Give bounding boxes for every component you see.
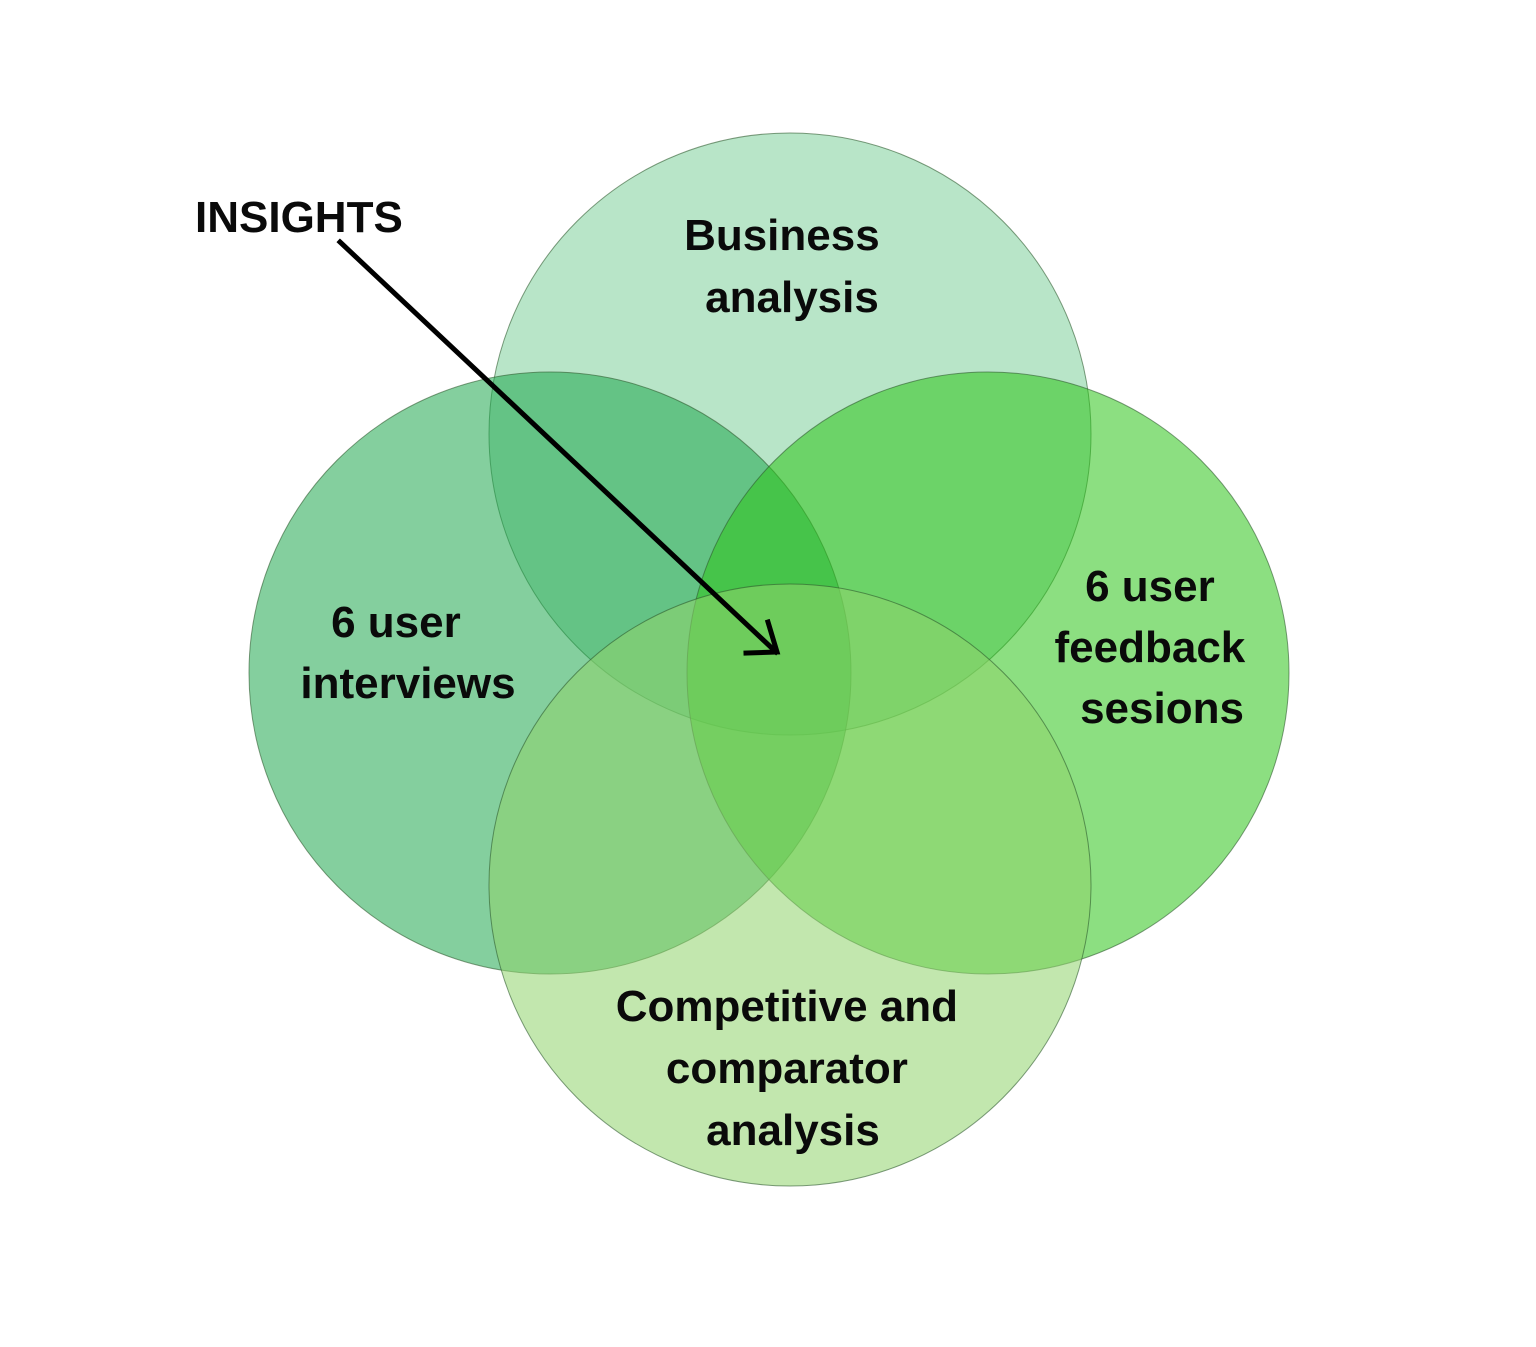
label-user-feedback-sessions: 6 user feedback sesions bbox=[1055, 562, 1258, 733]
label-line: 6 user bbox=[331, 598, 461, 647]
arrow-head bbox=[743, 618, 781, 656]
insights-label: INSIGHTS bbox=[195, 193, 403, 242]
label-business-analysis: Business analysis bbox=[684, 211, 892, 322]
arrow-shaft bbox=[336, 238, 780, 656]
label-competitive-analysis: Competitive and comparator analysis bbox=[616, 982, 971, 1155]
label-line: feedback bbox=[1055, 623, 1246, 672]
insights-arrow bbox=[336, 238, 781, 656]
circle-competitive-analysis bbox=[488, 583, 1092, 1187]
label-line: analysis bbox=[706, 1106, 880, 1155]
label-line: interviews bbox=[300, 659, 515, 708]
label-line: Competitive and bbox=[616, 982, 958, 1031]
label-line: Business bbox=[684, 211, 880, 260]
label-line: sesions bbox=[1080, 684, 1244, 733]
label-line: 6 user bbox=[1085, 562, 1215, 611]
label-line: analysis bbox=[705, 273, 879, 322]
label-line: comparator bbox=[666, 1044, 908, 1093]
label-user-interviews: 6 user interviews bbox=[300, 598, 515, 708]
